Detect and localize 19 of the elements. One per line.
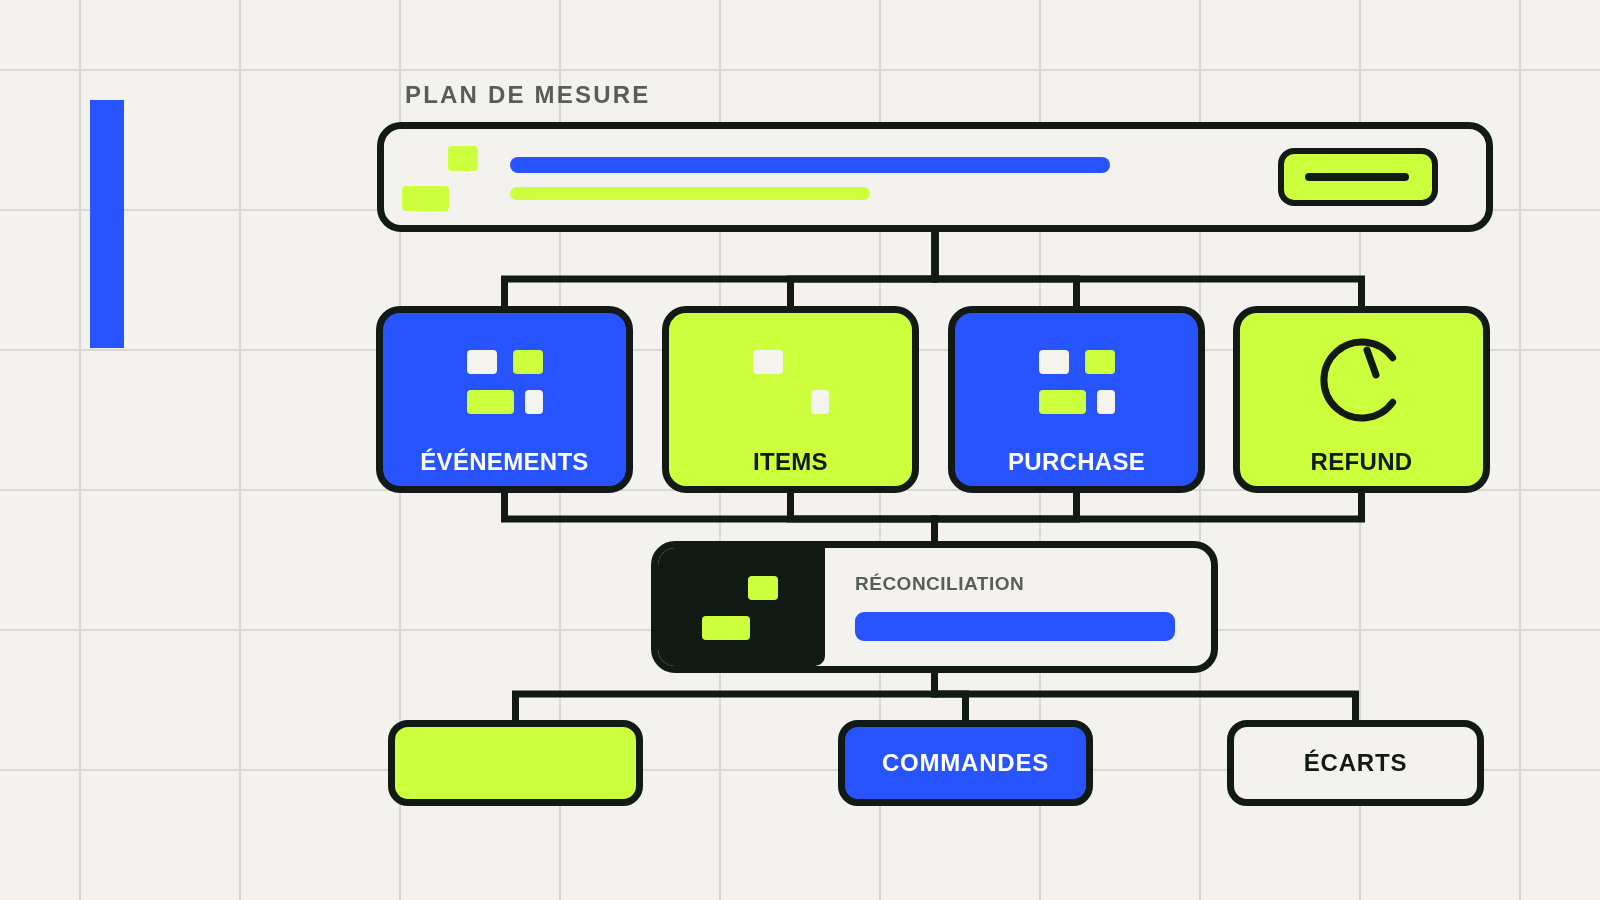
process-card bbox=[651, 541, 1218, 673]
card-title: RÉCONCILIATION bbox=[855, 574, 1025, 594]
category-card bbox=[376, 306, 633, 493]
category-card bbox=[948, 306, 1205, 493]
connector-line bbox=[931, 493, 1365, 541]
connector-line bbox=[931, 232, 1365, 306]
category-card bbox=[662, 306, 919, 493]
card-label: COMMANDES bbox=[881, 751, 1050, 775]
section-heading: PLAN DE MESURE bbox=[405, 83, 651, 107]
card-label: ÉVÉNEMENTS bbox=[420, 450, 589, 474]
result-card bbox=[388, 720, 643, 806]
result-card bbox=[1227, 720, 1484, 806]
connector-line bbox=[931, 673, 1359, 720]
result-card bbox=[838, 720, 1093, 806]
card-label: ITEMS bbox=[753, 450, 828, 474]
category-card bbox=[1233, 306, 1490, 493]
card-label: PURCHASE bbox=[1007, 450, 1146, 474]
card-label: REFUND bbox=[1310, 450, 1413, 474]
card-label: ÉCARTS bbox=[1303, 751, 1408, 775]
